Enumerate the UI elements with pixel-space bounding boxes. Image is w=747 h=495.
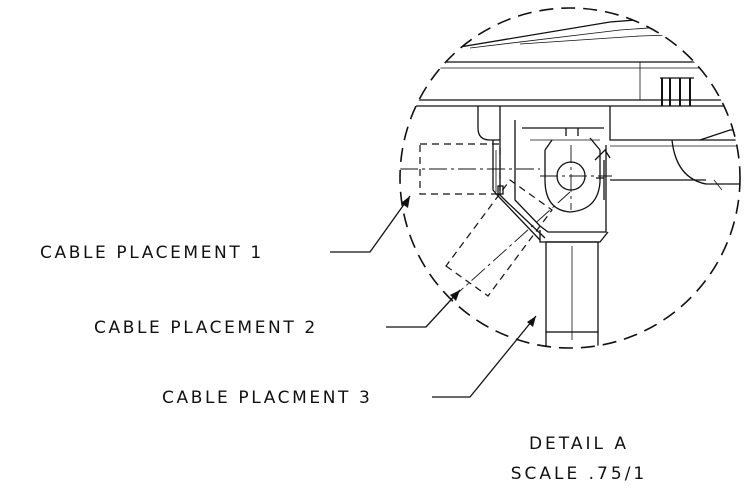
- right-body: [609, 106, 740, 191]
- leader-2: [386, 289, 461, 328]
- cable-placement-2-outline: [445, 179, 571, 301]
- leader-3: [432, 315, 537, 398]
- clamp-housing: [514, 120, 611, 243]
- cable-placement-3-cable: [545, 241, 599, 348]
- detail-title: DETAIL A: [529, 434, 629, 454]
- leader-1: [330, 195, 411, 253]
- rib-block: [660, 77, 694, 106]
- callout-label-3: CABLE PLACMENT 3: [162, 388, 372, 408]
- part-geometry: [400, 9, 740, 348]
- fastener: [540, 145, 612, 210]
- detail-boundary-circle: [399, 7, 741, 349]
- callout-label-1: CABLE PLACEMENT 1: [40, 243, 264, 263]
- detail-scale: SCALE .75/1: [511, 464, 648, 484]
- top-housing: [400, 9, 740, 107]
- cable-placement-1-outline: [400, 143, 540, 195]
- callout-label-2: CABLE PLACEMENT 2: [94, 318, 318, 338]
